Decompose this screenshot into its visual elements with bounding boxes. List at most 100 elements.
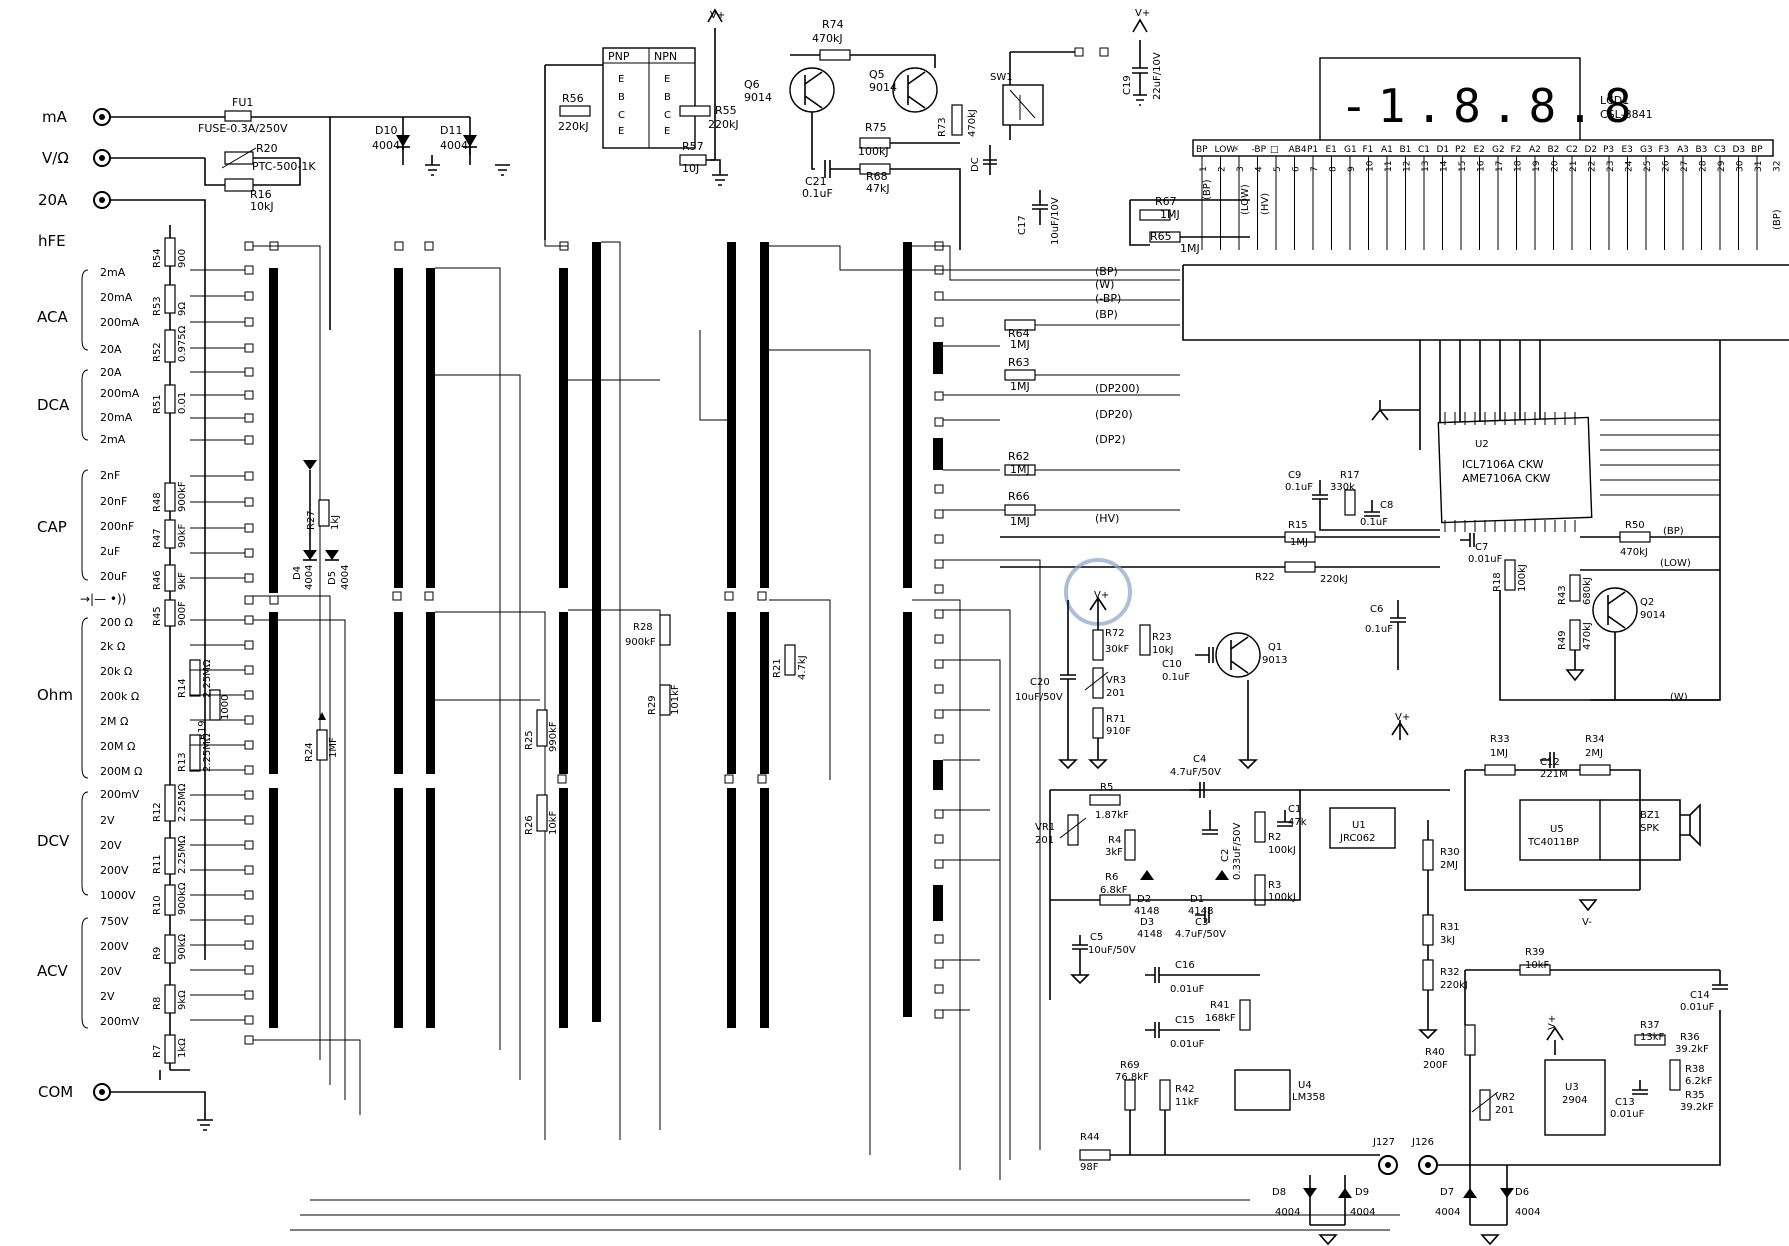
svg-text:R63: R63 [1008, 356, 1030, 369]
svg-text:30kF: 30kF [1105, 644, 1130, 655]
terminal-v-ohm[interactable]: V/Ω [42, 149, 111, 167]
svg-text:R66: R66 [1008, 490, 1030, 503]
svg-text:(BP): (BP) [1095, 265, 1118, 278]
svg-text:(HV): (HV) [1095, 512, 1119, 525]
svg-text:(DP200): (DP200) [1095, 382, 1140, 395]
reference-block: V+ R72 30kF R23 10kJ VR3 201 R71 910F C2… [1015, 558, 1287, 770]
terminal-20a[interactable]: 20A [38, 191, 111, 209]
svg-text:20V: 20V [100, 839, 122, 852]
svg-text:10kF: 10kF [548, 810, 559, 835]
lcd-pin-number: 2 [1218, 166, 1228, 172]
svg-text:C20: C20 [1030, 677, 1050, 688]
svg-text:10J: 10J [682, 162, 699, 175]
svg-text:0.1uF: 0.1uF [1360, 517, 1388, 528]
svg-text:4004: 4004 [372, 139, 400, 152]
lcd-pin-number: 26 [1662, 160, 1672, 172]
svg-text:2MJ: 2MJ [1440, 860, 1458, 871]
terminal-ma[interactable]: mA [42, 108, 111, 126]
lcd-segment-label: □ [1270, 145, 1279, 155]
svg-text:C: C [618, 110, 625, 121]
lcd-segment-label: P3 [1603, 145, 1614, 155]
lcd-pin-number: 11 [1384, 161, 1394, 172]
svg-text:C2: C2 [1220, 849, 1231, 862]
svg-text:R47: R47 [152, 528, 163, 548]
svg-text:20k Ω: 20k Ω [100, 665, 132, 678]
hfe-label: hFE [38, 232, 66, 250]
svg-text:220kJ: 220kJ [1440, 980, 1468, 991]
svg-text:2nF: 2nF [100, 469, 120, 482]
svg-text:R42: R42 [1175, 1084, 1195, 1095]
lcd-segment-label: C3 [1714, 145, 1726, 155]
svg-text:R24: R24 [304, 742, 315, 762]
svg-text:D10: D10 [375, 124, 397, 137]
svg-text:R18: R18 [1492, 572, 1503, 592]
svg-text:4004: 4004 [304, 565, 315, 590]
svg-text:SPK: SPK [1640, 823, 1659, 834]
svg-text:11kF: 11kF [1175, 1097, 1200, 1108]
svg-text:D11: D11 [440, 124, 462, 137]
svg-text:3kJ: 3kJ [1440, 935, 1455, 946]
svg-text:98F: 98F [1080, 1162, 1099, 1173]
svg-text:R67: R67 [1155, 195, 1177, 208]
svg-text:SW1: SW1 [990, 72, 1013, 83]
svg-text:39.2kF: 39.2kF [1680, 1102, 1714, 1113]
svg-text:910F: 910F [1106, 726, 1131, 737]
svg-text:V-: V- [1582, 917, 1592, 928]
svg-text:DCA: DCA [37, 396, 70, 414]
svg-text:2uF: 2uF [100, 545, 120, 558]
svg-text:4004: 4004 [1275, 1207, 1300, 1218]
svg-text:1kJ: 1kJ [330, 515, 341, 530]
terminal-com[interactable]: COM [38, 1083, 111, 1101]
svg-text:R9: R9 [152, 947, 163, 960]
svg-text:R16: R16 [250, 188, 272, 201]
svg-text:330k: 330k [1330, 482, 1355, 493]
adc-ic-u2: U2 ICL7106A CKW AME7106A CKW C9 0.1uF R1… [1000, 400, 1593, 670]
svg-text:900kF: 900kF [177, 481, 188, 512]
svg-text:VR1: VR1 [1035, 822, 1055, 833]
svg-text:D6: D6 [1515, 1187, 1529, 1198]
svg-text:(W): (W) [1095, 278, 1114, 291]
svg-text:750V: 750V [100, 915, 129, 928]
svg-text:R13: R13 [177, 752, 188, 772]
svg-text:BZ1: BZ1 [1640, 810, 1660, 821]
svg-text:(-BP): (-BP) [1095, 292, 1121, 305]
svg-text:R11: R11 [152, 854, 163, 874]
svg-text:10uF/50V: 10uF/50V [1088, 945, 1136, 956]
svg-text:0.1uF: 0.1uF [1365, 624, 1393, 635]
svg-text:2.25MΩ: 2.25MΩ [202, 659, 213, 698]
svg-text:U4: U4 [1298, 1080, 1312, 1091]
lcd-segment-label: G2 [1492, 145, 1505, 155]
svg-text:R50: R50 [1625, 520, 1645, 531]
lcd-pin-number: 30 [1736, 160, 1746, 172]
power-switch: SW1 V+ C19 22uF/10V DC C17 10uF/10V [970, 8, 1163, 245]
svg-text:1MJ: 1MJ [1160, 208, 1180, 221]
range-labels: 2mA 20mA 200mA 20A ACA 20A 200mA 20mA 2m… [37, 266, 142, 1029]
svg-text:470kJ: 470kJ [1620, 547, 1648, 558]
terminal-v-ohm-label: V/Ω [42, 149, 69, 167]
hfe-socket: PNP NPN E B C E E B C E R56 220kJ R55 22… [544, 8, 739, 240]
svg-text:R8: R8 [152, 997, 163, 1010]
svg-text:VR2: VR2 [1495, 1092, 1515, 1103]
svg-text:1MJ: 1MJ [1180, 242, 1200, 255]
svg-text:200 Ω: 200 Ω [100, 616, 133, 629]
svg-text:R73: R73 [937, 117, 948, 137]
svg-text:10kJ: 10kJ [1152, 645, 1173, 656]
svg-text:39.2kF: 39.2kF [1675, 1044, 1709, 1055]
lcd-segment-label: D2 [1585, 145, 1598, 155]
svg-text:470kJ: 470kJ [1582, 622, 1593, 650]
hfe-transistors: Q6 9014 Q5 9014 R74 470kJ R75 100kJ R68 … [744, 18, 978, 250]
lcd-segment-label: A1 [1381, 145, 1393, 155]
svg-text:R46: R46 [152, 570, 163, 590]
lcd-pin-number: 19 [1532, 160, 1542, 172]
svg-text:101kF: 101kF [670, 684, 681, 715]
lcd-pin-number: 22 [1588, 161, 1598, 172]
svg-text:R31: R31 [1440, 922, 1460, 933]
svg-text:C12: C12 [1540, 757, 1560, 768]
svg-text:1MJ: 1MJ [1010, 338, 1030, 351]
svg-text:R72: R72 [1105, 628, 1125, 639]
svg-text:R51: R51 [152, 394, 163, 414]
svg-text:0.01uF: 0.01uF [1610, 1109, 1645, 1120]
svg-text:R75: R75 [865, 121, 887, 134]
